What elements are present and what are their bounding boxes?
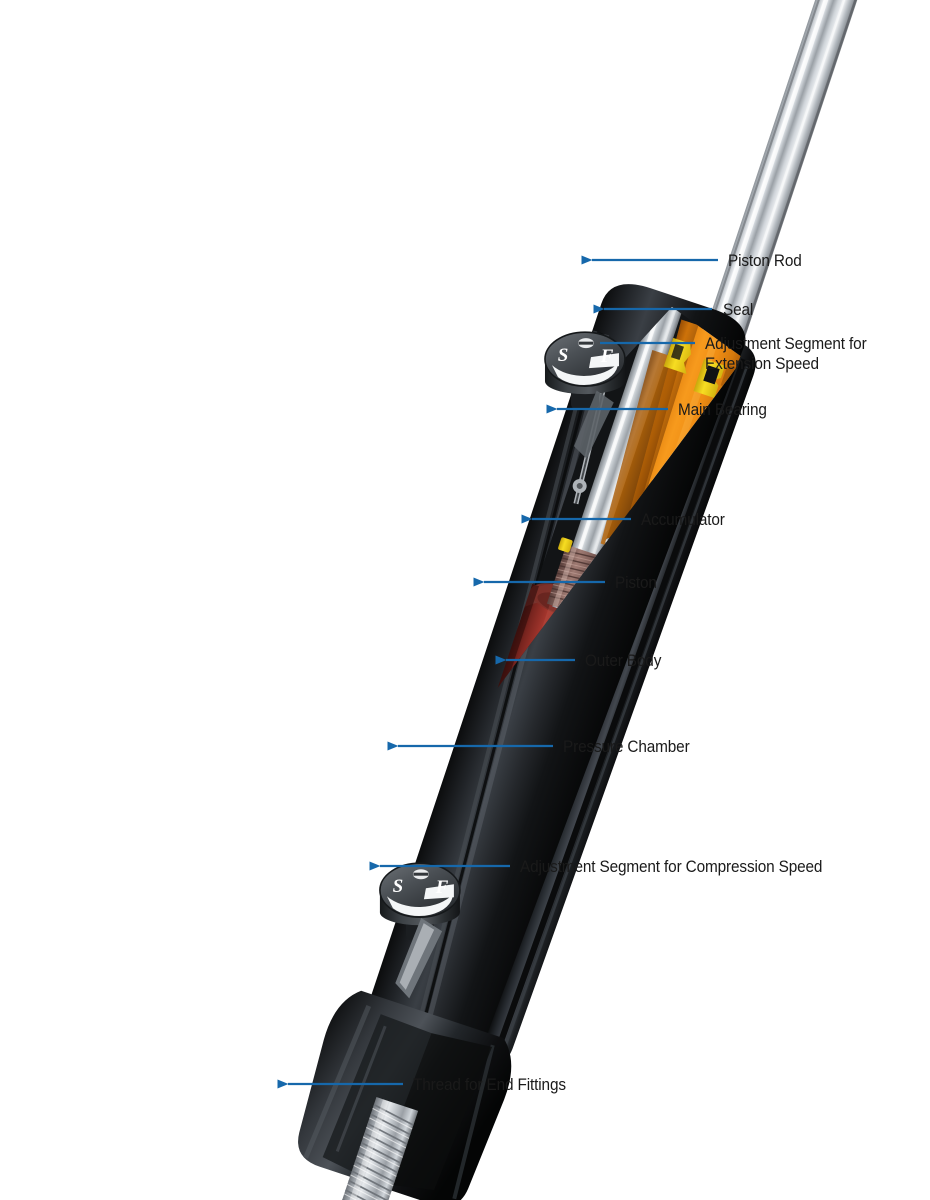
callout-label-line: Adjustment Segment for	[705, 335, 867, 353]
callout-label-line: Pressure Chamber	[563, 738, 690, 756]
piston-rod	[699, 0, 902, 362]
callout-label-accumulator: Accumulator	[641, 511, 725, 531]
callout-label-piston-rod: Piston Rod	[728, 252, 802, 272]
callout-label-line: Piston	[615, 574, 657, 592]
callout-label-adjustment-segment-compression: Adjustment Segment for Compression Speed	[520, 858, 822, 878]
callout-label-seal: Seal	[723, 301, 753, 321]
svg-text:S: S	[558, 345, 569, 366]
callout-label-thread-for-end-fittings: Thread for End Fittings	[413, 1076, 566, 1096]
callout-label-line: Thread for End Fittings	[413, 1076, 566, 1094]
adjuster-knob-extension[interactable]: S F	[544, 331, 626, 410]
callout-label-line: Adjustment Segment for Compression Speed	[520, 858, 823, 876]
callout-leaders	[277, 255, 718, 1089]
bottom-thread	[330, 1097, 419, 1200]
callout-label-line: Outer Body	[585, 652, 662, 670]
callout-label-line: Main Bearing	[678, 401, 767, 419]
svg-text:F: F	[435, 877, 449, 898]
svg-text:F: F	[600, 346, 614, 367]
callout-label-line: Piston Rod	[728, 252, 802, 270]
callout-label-main-bearing: Main Bearing	[678, 401, 767, 421]
extension-lever	[573, 390, 614, 459]
callout-label-line: Extension Speed	[705, 354, 819, 373]
callout-label-outer-body: Outer Body	[585, 652, 661, 672]
damper-assembly: S F S F	[298, 0, 902, 1200]
callout-label-pressure-chamber: Pressure Chamber	[563, 738, 690, 758]
outer-body-front-edge	[473, 344, 756, 1071]
callout-label-line: Accumulator	[641, 511, 725, 529]
svg-text:S: S	[393, 876, 404, 897]
compression-lever	[395, 918, 443, 999]
adjuster-knob-compression[interactable]: S F	[379, 862, 461, 941]
callout-label-line: Seal	[723, 301, 754, 319]
callout-label-piston: Piston	[615, 574, 657, 594]
